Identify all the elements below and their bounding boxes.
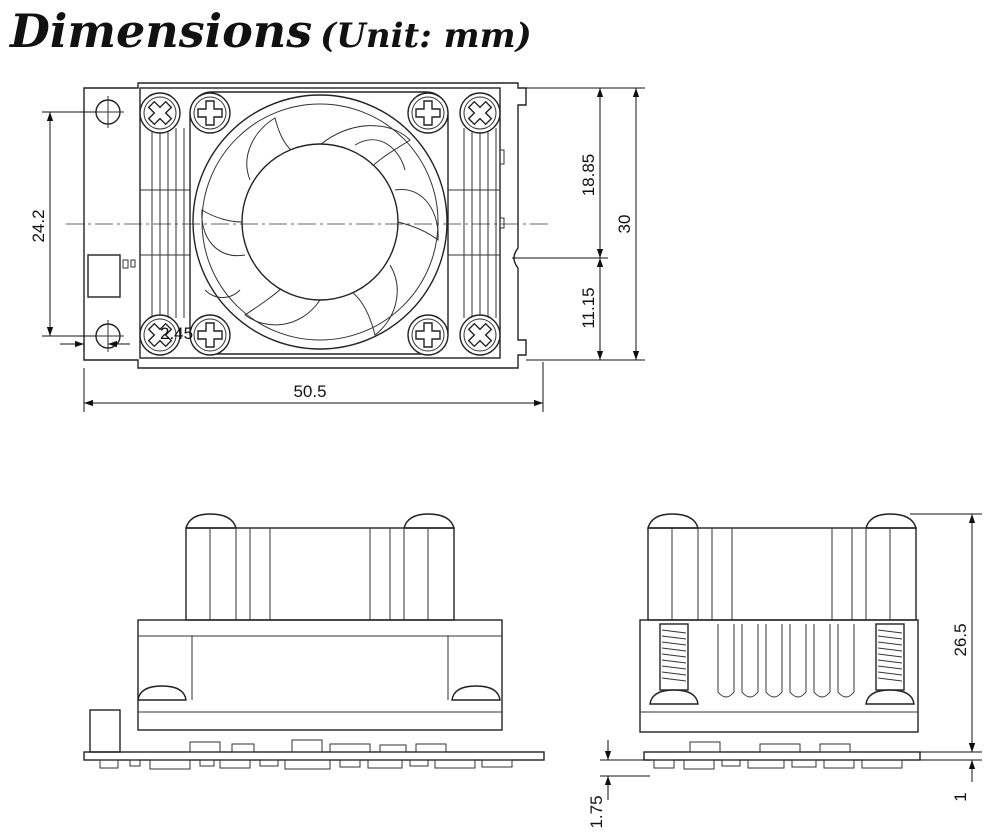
fan-screw-icon xyxy=(189,92,231,134)
corner-screw-icon xyxy=(459,314,501,356)
dimension-2-45: 2.45 xyxy=(60,324,193,352)
dim-label-board-thickness: 1 xyxy=(951,792,970,801)
fan-screw-icon xyxy=(407,92,449,134)
corner-screw-icon xyxy=(139,92,181,134)
dimension-right-stack: 18.85 11.15 30 xyxy=(512,87,645,361)
side-fins xyxy=(717,624,855,698)
front-view xyxy=(83,513,545,770)
spring-right xyxy=(875,623,905,691)
heatsink-block-side xyxy=(137,619,503,731)
title-text: Dimensions xyxy=(10,4,313,58)
dim-label-total-width: 50.5 xyxy=(293,382,326,401)
dimension-24-2: 24.2 xyxy=(29,111,96,337)
side-view: 26.5 1 1.75 xyxy=(587,513,982,829)
fan-screw-icon xyxy=(407,314,449,356)
pcb-components xyxy=(99,739,513,770)
pcb-side xyxy=(83,751,545,761)
fan-block-side xyxy=(185,527,455,621)
fan-blades xyxy=(201,117,439,336)
dimension-50-5: 50.5 xyxy=(83,362,544,412)
connector-block xyxy=(87,254,121,298)
dimension-26-5: 26.5 xyxy=(910,513,982,753)
fan-screw-icon xyxy=(189,314,231,356)
unit-label: (Unit: mm) xyxy=(320,16,532,56)
dim-label-stack-height: 26.5 xyxy=(951,623,970,656)
page-title: Dimensions(Unit: mm) xyxy=(10,4,532,58)
dim-label-bottom-clearance: 1.75 xyxy=(587,795,606,828)
top-view: 24.2 2.45 50.5 18.85 11.15 30 xyxy=(29,82,645,412)
dimension-1: 1 xyxy=(920,730,982,802)
dim-label-total-height: 30 xyxy=(615,215,634,234)
mounting-hole-bottom xyxy=(92,320,124,352)
heatsink-side-2 xyxy=(639,619,919,733)
dim-label-lower-height: 11.15 xyxy=(579,287,598,328)
pcb-outline xyxy=(83,82,527,369)
fan-hub xyxy=(241,143,399,301)
dim-label-upper-height: 18.85 xyxy=(579,154,598,197)
dim-label-hole-offset: 2.45 xyxy=(160,324,193,343)
pcb-side-2 xyxy=(643,751,921,761)
corner-screw-icon xyxy=(459,92,501,134)
fan-block-side-2 xyxy=(647,527,917,621)
mounting-hole-top xyxy=(92,96,124,128)
dimension-1-75: 1.75 xyxy=(587,740,650,829)
dim-label-board-height: 24.2 xyxy=(29,209,48,242)
spring-left xyxy=(659,623,689,691)
